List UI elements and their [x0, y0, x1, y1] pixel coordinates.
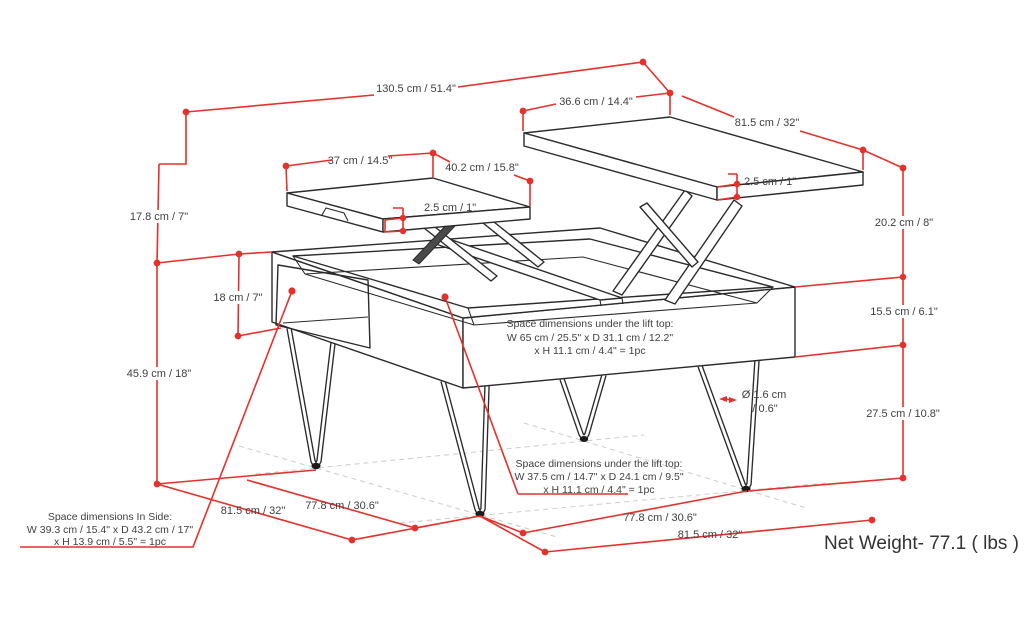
lift-arm [612, 189, 693, 296]
dim-small-top-width: 37 cm / 14.5" [328, 155, 393, 167]
label-backgrounds [124, 210, 944, 420]
dim-small-top-depth: 40.2 cm / 15.8" [445, 162, 519, 174]
small-top-front-edge [382, 206, 531, 233]
space-note-side: Space dimensions In Side: W 39.3 cm / 15… [27, 511, 193, 548]
note-side-line3: x H 13.9 cm / 5.5" = 1pc [54, 536, 166, 548]
note-center-line3: x H 11.1 cm / 4.4" = 1pc [534, 345, 645, 357]
net-weight-label: Net Weight- 77.1 ( lbs ) [824, 533, 1019, 554]
dimension-dots [153, 58, 907, 556]
dim-table-height: 45.9 cm / 18" [127, 368, 192, 380]
handle-notch [321, 207, 349, 222]
leg-foot [579, 436, 589, 442]
space-note-lower: Space dimensions under the lift top: W 3… [514, 458, 683, 496]
note-lower-line3: x H 11.1 cm / 4.4" = 1pc [543, 484, 654, 496]
small-lift-top [286, 177, 531, 233]
dimension-labels: 130.5 cm / 51.4" 36.6 cm / 14.4" 81.5 cm… [127, 83, 940, 541]
note-lower-line1: Space dimensions under the lift top: [516, 458, 683, 470]
note-lower-line2: W 37.5 cm / 14.7" x D 24.1 cm / 9.5" [514, 471, 683, 483]
lift-arm [639, 202, 699, 268]
dim-floor-right-span: 77.8 cm / 30.6" [623, 512, 697, 524]
leg-foot [475, 510, 485, 518]
note-side-line1: Space dimensions In Side: [48, 511, 172, 523]
dim-large-top-thickness: 2.5 cm / 1" [744, 176, 796, 188]
side-compartment-opening [275, 264, 371, 349]
space-note-center: Space dimensions under the lift top: W 6… [507, 318, 674, 357]
dim-step-height: 17.8 cm / 7" [130, 211, 188, 223]
note-side-line2: W 39.3 cm / 15.4" x D 43.2 cm / 17" [27, 524, 193, 536]
dim-floor-right-depth: 81.5 cm / 32" [678, 529, 743, 541]
table-body [271, 227, 796, 389]
dim-small-top-thickness: 2.5 cm / 1" [424, 202, 476, 214]
dim-overall-width: 130.5 cm / 51.4" [376, 83, 456, 95]
note-center-line2: W 65 cm / 25.5" x D 31.1 cm / 12.2" [507, 332, 673, 344]
dim-large-top-depth: 81.5 cm / 32" [735, 117, 800, 129]
dim-leg-diameter-in: / 0.6" [752, 403, 777, 415]
dim-floor-left-span: 77.8 cm / 30.6" [305, 500, 379, 512]
note-center-line1: Space dimensions under the lift top: [507, 318, 674, 330]
large-lift-top [523, 116, 864, 201]
leg-foot [311, 462, 321, 470]
floor-projection-guides [238, 422, 827, 538]
lift-arm-mechanisms [412, 189, 743, 305]
lift-arm [664, 199, 743, 305]
large-top-front-edge [716, 171, 864, 201]
dim-leg-diameter-cm: Ø 1.6 cm [742, 389, 787, 401]
dim-side-opening-height: 18 cm / 7" [213, 292, 262, 304]
dim-frame-height: 15.5 cm / 6.1" [870, 306, 938, 318]
dim-leg-height: 27.5 cm / 10.8" [866, 408, 940, 420]
dim-lift-rise: 20.2 cm / 8" [875, 217, 933, 229]
hairpin-legs [286, 327, 760, 518]
dim-large-top-offset: 36.6 cm / 14.4" [559, 96, 633, 108]
dim-floor-left-depth: 81.5 cm / 32" [221, 505, 286, 517]
